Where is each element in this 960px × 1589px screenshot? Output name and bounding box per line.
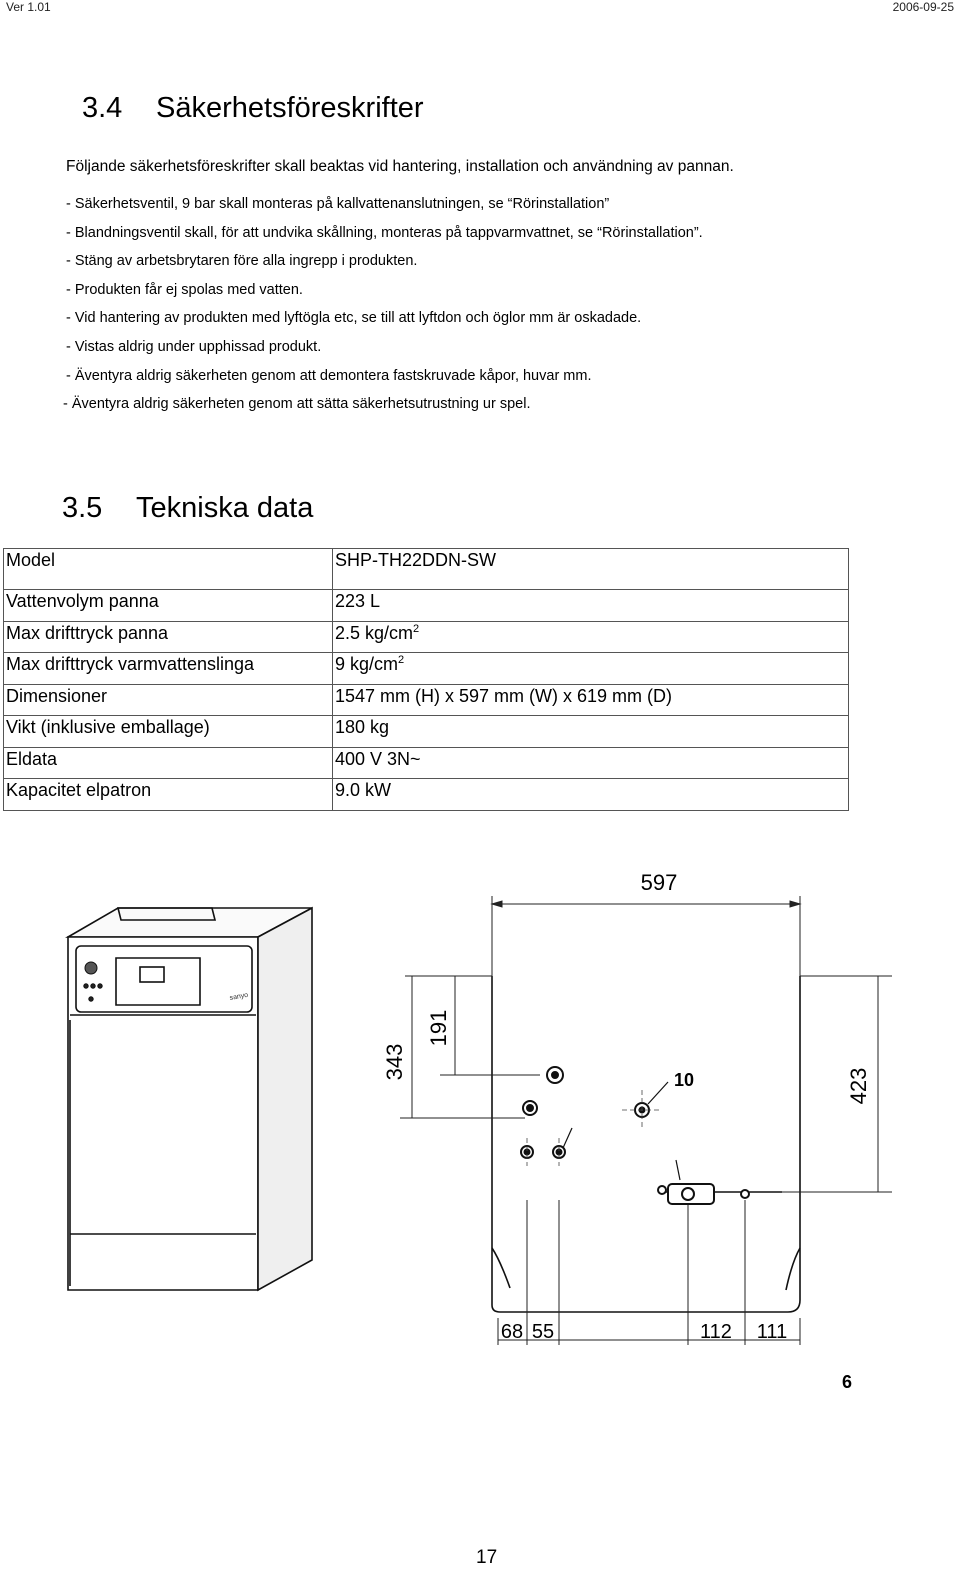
row-label: Eldata <box>3 746 333 779</box>
dimension-label: 111 <box>757 1321 787 1343</box>
dimension-label: 343 <box>382 1044 407 1081</box>
safety-rules-list: - Säkerhetsventil, 9 bar skall monteras … <box>63 196 703 425</box>
version-label: Ver 1.01 <box>6 0 51 14</box>
dimension-label: 423 <box>846 1068 871 1105</box>
table-row: Max drifttryck varmvattenslinga 9 kg/cm2 <box>3 652 849 685</box>
row-value: 400 V 3N~ <box>332 746 849 779</box>
callout-label: 10 <box>674 1070 694 1090</box>
product-logo: sanyo <box>229 992 249 1002</box>
row-label: Vikt (inklusive emballage) <box>3 715 333 748</box>
row-label: Dimensioner <box>3 683 333 716</box>
table-row: Model SHP-TH22DDN-SW <box>3 548 849 590</box>
row-value: 1547 mm (H) x 597 mm (W) x 619 mm (D) <box>332 683 849 716</box>
section-title: Tekniska data <box>136 492 314 524</box>
section-number: 3.4 <box>82 92 123 124</box>
product-drawings: sanyo <box>65 870 892 1345</box>
row-value: 9 kg/cm2 <box>332 652 849 685</box>
section-heading-safety: 3.4 Säkerhetsföreskrifter <box>82 92 424 125</box>
date-label: 2006-09-25 <box>892 0 954 14</box>
dimension-label: 68 <box>501 1321 523 1343</box>
boiler-perspective-illustration <box>65 906 313 1292</box>
dimension-label: 55 <box>532 1321 554 1343</box>
figure-number: 6 <box>842 1372 853 1392</box>
row-value: 223 L <box>332 589 849 622</box>
section-title: Säkerhetsföreskrifter <box>156 92 424 124</box>
dimension-label: 597 <box>641 870 678 895</box>
table-row: Max drifttryck panna 2.5 kg/cm2 <box>3 620 849 653</box>
row-value: 9.0 kW <box>332 778 849 811</box>
boiler-control-knobs <box>83 961 103 1002</box>
list-item: - Vid hantering av produkten med lyftögl… <box>66 310 642 327</box>
dimension-lines <box>400 896 892 1345</box>
row-label: Model <box>3 548 333 590</box>
list-item: - Blandningsventil skall, för att undvik… <box>66 224 703 241</box>
list-item: - Äventyra aldrig säkerheten genom att s… <box>63 396 531 413</box>
table-row: Vikt (inklusive emballage) 180 kg <box>3 715 849 748</box>
row-label: Kapacitet elpatron <box>3 778 333 811</box>
dimension-label: 112 <box>700 1321 732 1343</box>
row-label: Max drifttryck panna <box>3 620 333 653</box>
leader-lines <box>562 1081 681 1181</box>
list-item: - Vistas aldrig under upphissad produkt. <box>66 338 322 355</box>
table-row: Kapacitet elpatron 9.0 kW <box>3 778 849 811</box>
table-row: Dimensioner 1547 mm (H) x 597 mm (W) x 6… <box>3 683 849 716</box>
list-item: - Äventyra aldrig säkerheten genom att d… <box>66 367 592 384</box>
section-number: 3.5 <box>62 492 103 524</box>
section-heading-tech: 3.5 Tekniska data <box>62 492 313 525</box>
table-row: Eldata 400 V 3N~ <box>3 746 849 779</box>
row-value: 2.5 kg/cm2 <box>332 620 849 653</box>
boiler-rear-view <box>491 976 801 1313</box>
table-row: Vattenvolym panna 223 L <box>3 589 849 622</box>
row-label: Vattenvolym panna <box>3 589 333 622</box>
list-item: - Produkten får ej spolas med vatten. <box>66 281 303 298</box>
list-item: - Stäng av arbetsbrytaren före alla ingr… <box>66 253 418 270</box>
dimension-label: 191 <box>426 1010 451 1047</box>
row-label: Max drifttryck varmvattenslinga <box>3 652 333 685</box>
row-value: 180 kg <box>332 715 849 748</box>
centre-lines <box>526 1090 662 1166</box>
pipe-connections <box>520 1066 750 1205</box>
tech-data-table: Model SHP-TH22DDN-SW Vattenvolym panna 2… <box>3 548 849 811</box>
page-number: 17 <box>476 1547 498 1568</box>
list-item: - Säkerhetsventil, 9 bar skall monteras … <box>66 196 610 212</box>
row-value: SHP-TH22DDN-SW <box>332 548 849 590</box>
safety-intro: Följande säkerhetsföreskrifter skall bea… <box>66 158 734 175</box>
